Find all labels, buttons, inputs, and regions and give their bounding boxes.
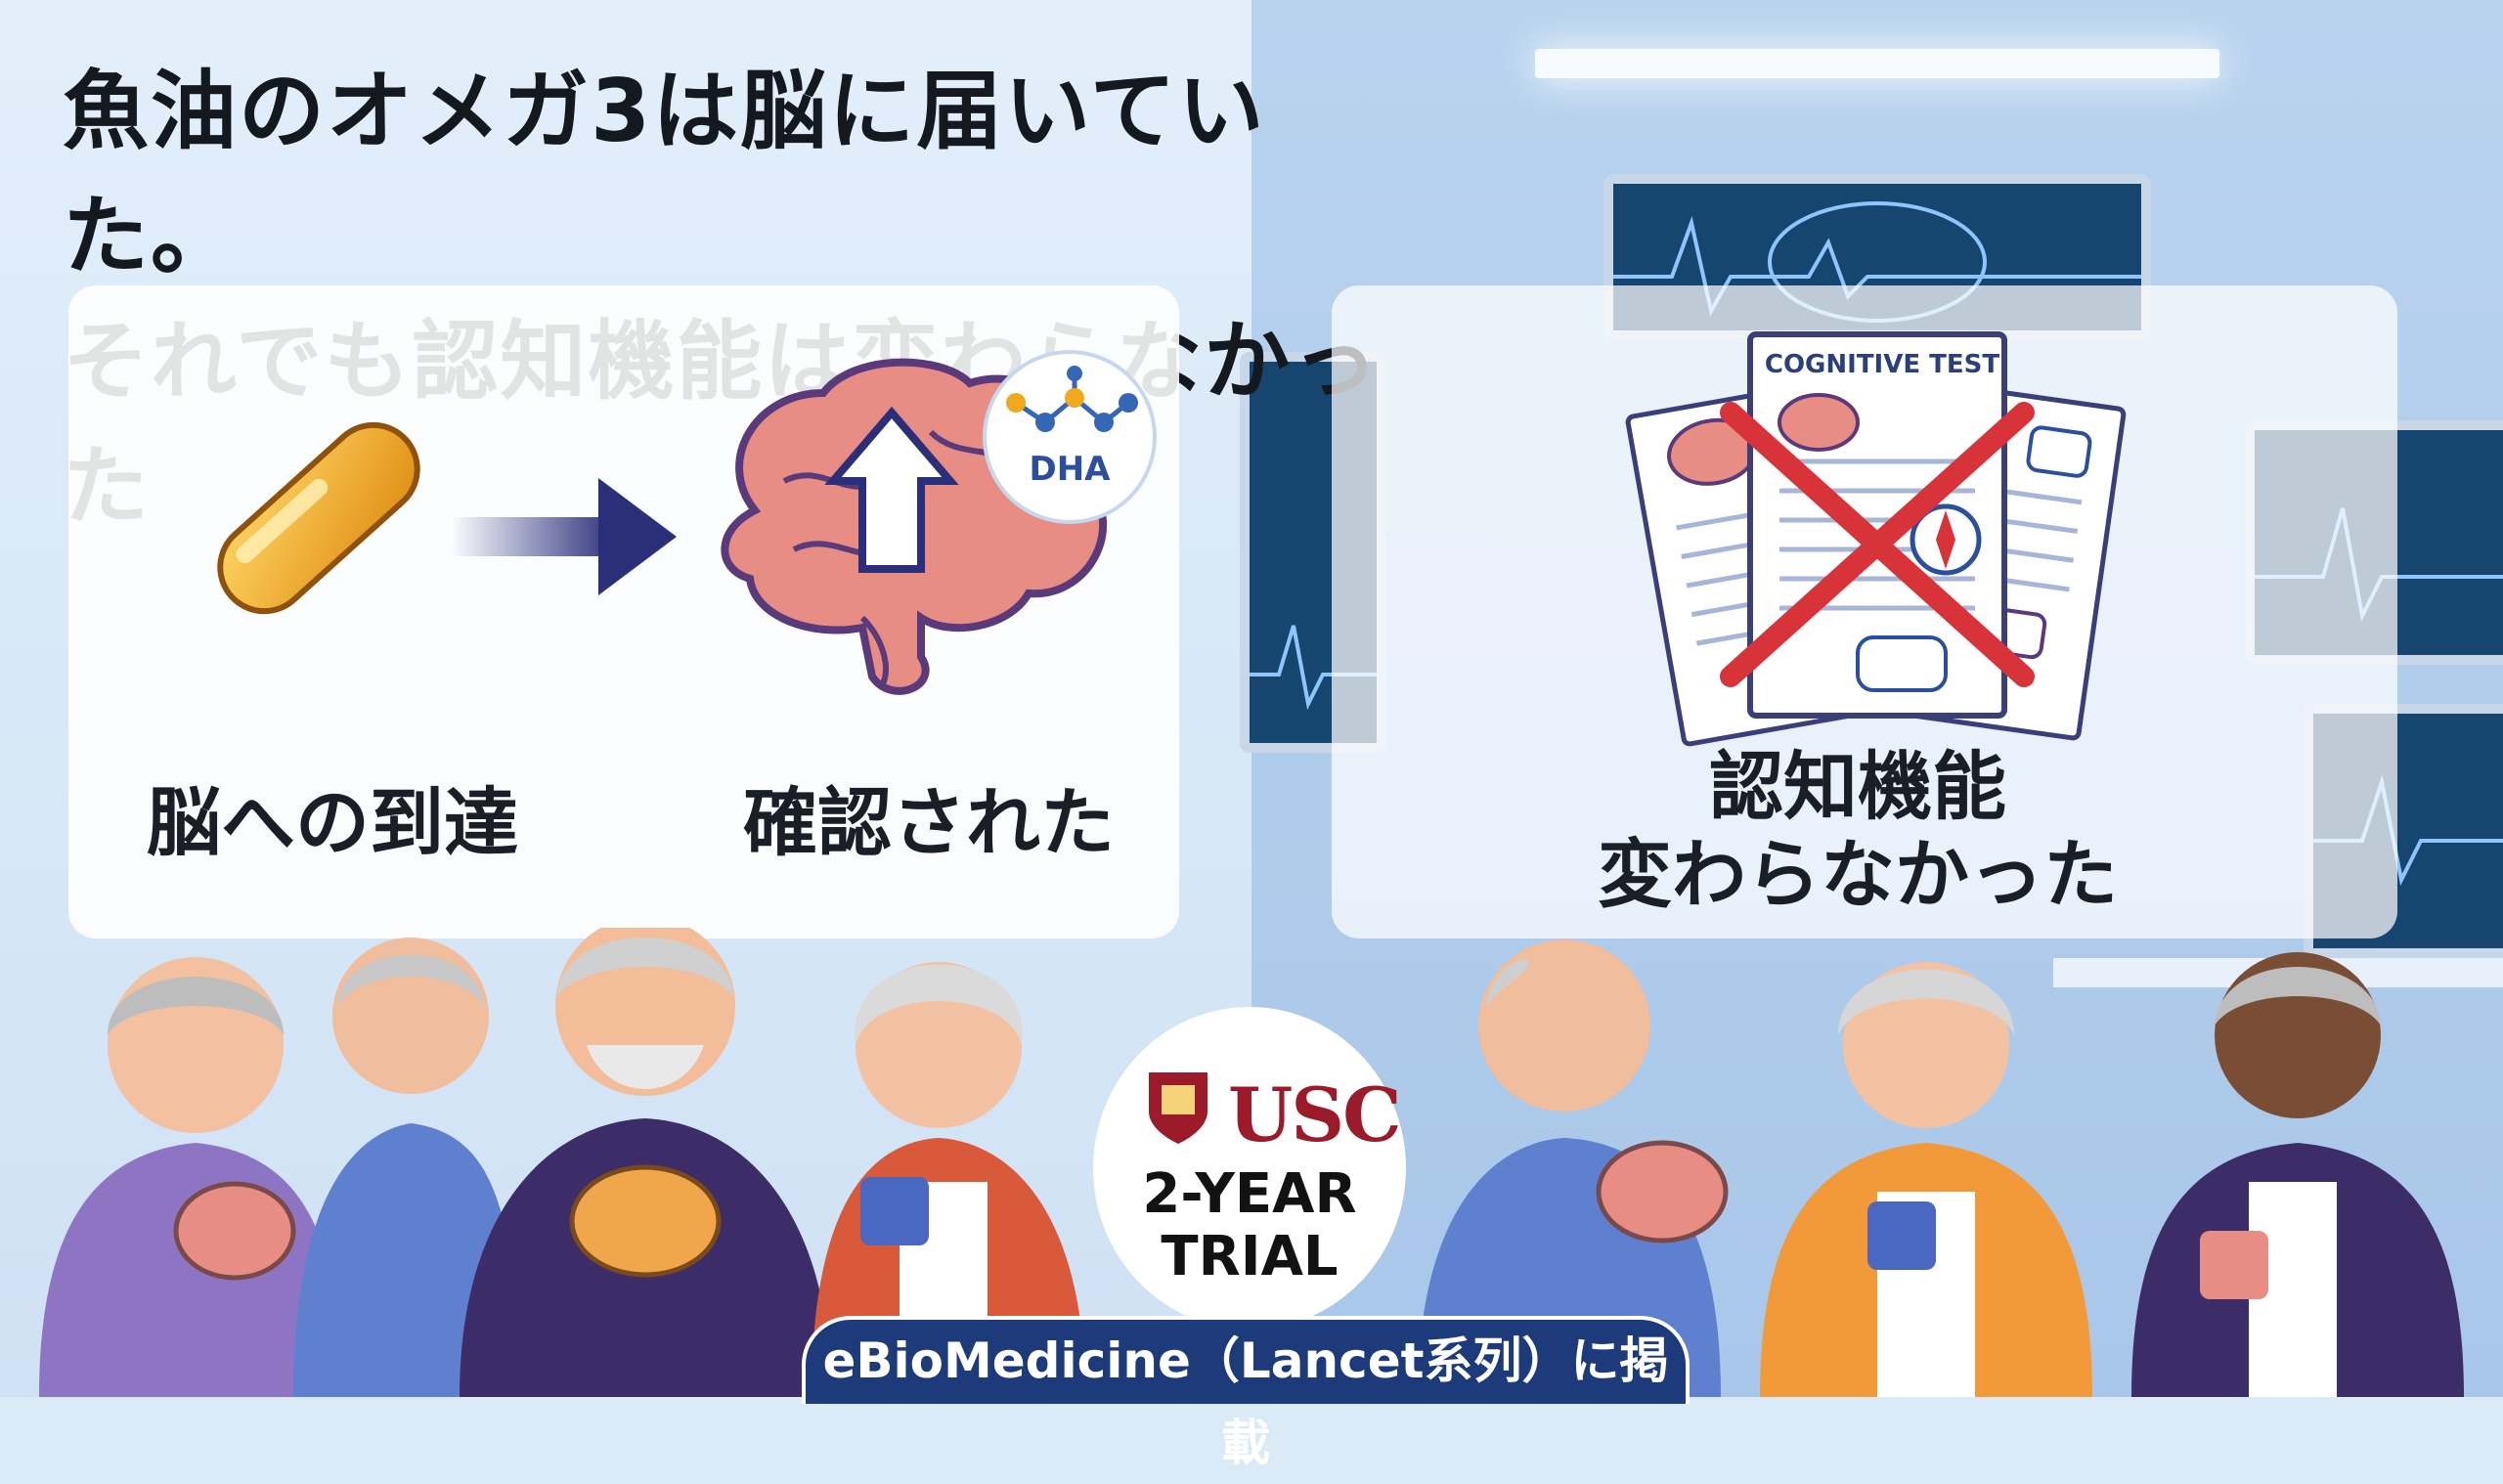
- caption-cognition-line-1: 認知機能: [1709, 743, 2006, 830]
- arrow-right-icon: [452, 478, 677, 595]
- trial-line-2: TRIAL: [1161, 1225, 1339, 1288]
- usc-trial-badge: USC 2-YEAR TRIAL: [1093, 1007, 1406, 1330]
- cognitive-test-papers-icon: [1625, 331, 2127, 747]
- caption-brain-delivery: 脳への到達: [147, 779, 518, 866]
- ceiling-light: [1535, 49, 2219, 78]
- trial-line-1: 2-YEAR: [1142, 1162, 1357, 1226]
- caption-cognition: 認知機能 変わらなかった: [1506, 743, 2210, 919]
- caption-cognition-line-2: 変わらなかった: [1598, 831, 2118, 918]
- headline-line-1: 魚油のオメガ3は脳に届いていた。: [63, 61, 1266, 286]
- journal-publication-banner: eBioMedicine（Lancet系列）に掲載: [802, 1316, 1690, 1471]
- fish-oil-capsule-icon: [217, 421, 420, 615]
- caption-confirmed: 確認された: [743, 779, 1115, 866]
- molecule-icon: [1006, 366, 1138, 432]
- usc-wordmark: USC: [1228, 1071, 1402, 1158]
- usc-seal-icon: [1149, 1072, 1208, 1144]
- dha-molecule-badge: DHA: [983, 350, 1157, 524]
- dha-label: DHA: [1029, 450, 1111, 489]
- trial-duration-label: 2-YEAR TRIAL: [1093, 1163, 1406, 1288]
- paper-heading: COGNITIVE TEST: [1764, 350, 2000, 379]
